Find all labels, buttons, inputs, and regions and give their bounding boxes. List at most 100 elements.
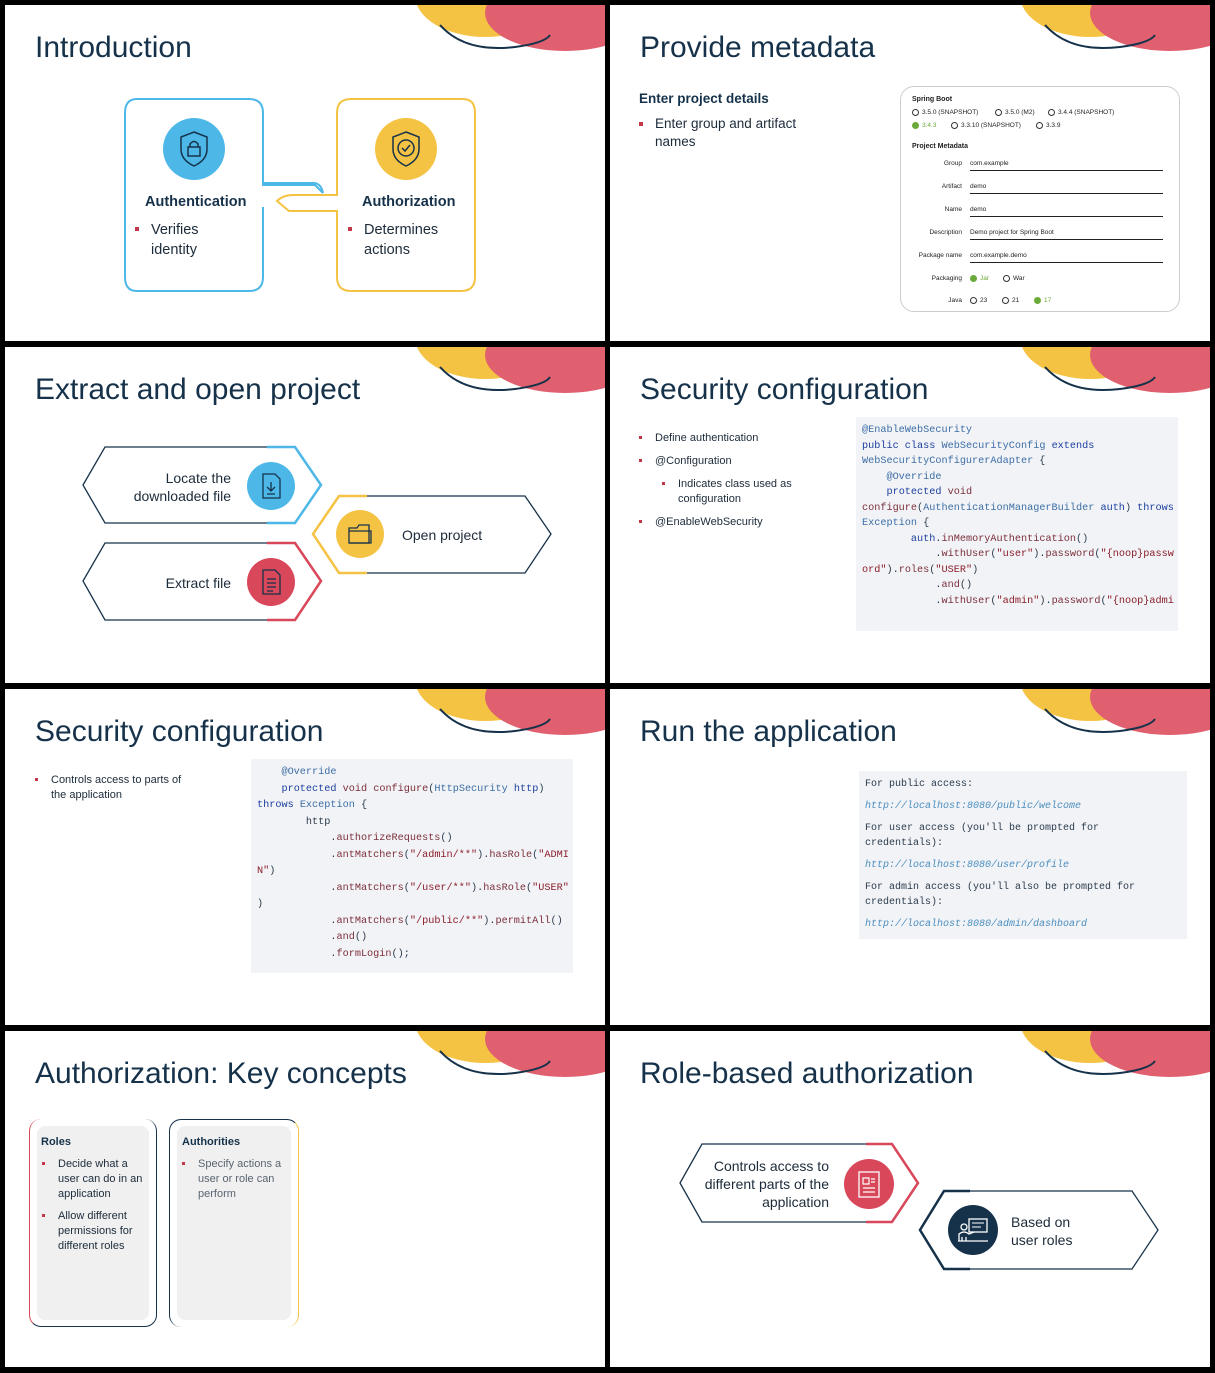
bullet: @EnableWebSecurity <box>639 515 839 530</box>
folder-icon <box>348 524 372 544</box>
field-label: Package name <box>918 252 962 259</box>
admin-url[interactable]: http://localhost:8080/admin/dashboard <box>865 919 1088 930</box>
slide-provide-metadata: Provide metadata Enter project details E… <box>610 5 1210 341</box>
version-radio[interactable]: 3.3.10 (SNAPSHOT) <box>951 122 1021 129</box>
flow-diagram <box>82 445 552 622</box>
slide-title: Run the application <box>640 715 897 748</box>
auth-diagram <box>124 98 476 292</box>
version-radio[interactable]: 3.3.9 <box>1036 122 1060 129</box>
public-url[interactable]: http://localhost:8080/public/welcome <box>865 801 1082 812</box>
spring-boot-label: Spring Boot <box>912 96 953 103</box>
bullet: Controls access to parts of the applicat… <box>35 773 185 803</box>
step-extract-label: Extract file <box>165 575 231 591</box>
auth-icon-circle <box>163 118 225 180</box>
step-open-label: Open project <box>402 527 483 543</box>
field-label: Group <box>943 160 962 167</box>
packaging-label: Packaging <box>931 275 962 282</box>
security-bullets: Define authentication @Configuration Ind… <box>639 431 839 535</box>
radio-icon <box>912 109 919 116</box>
download-file-icon <box>262 473 281 499</box>
artifact-field[interactable]: demo <box>970 183 1163 194</box>
java-17-radio[interactable]: 17 <box>1034 297 1051 304</box>
slide-title: Role-based authorization <box>640 1057 974 1090</box>
roles-bullet: Allow different permissions for differen… <box>42 1209 146 1254</box>
decorative-shapes <box>1022 347 1210 393</box>
version-radio[interactable]: 3.5.0 (SNAPSHOT) <box>912 109 978 116</box>
sub-bullet: Indicates class used as configuration <box>662 477 802 507</box>
authz-title: Authorization <box>362 194 456 210</box>
roles-card-frame <box>29 1119 157 1327</box>
access-icon-circle <box>844 1159 894 1209</box>
admin-access-text: For admin access (you'll also be prompte… <box>865 882 1136 908</box>
radio-icon <box>1003 275 1010 282</box>
decorative-shapes <box>1022 5 1210 51</box>
radio-selected-icon <box>1034 297 1041 304</box>
radio-icon <box>995 109 1002 116</box>
version-radio[interactable]: 3.5.0 (M2) <box>995 109 1035 116</box>
java-label: Java <box>948 297 962 304</box>
radio-icon <box>951 122 958 129</box>
field-label: Name <box>944 206 962 213</box>
slide-title: Provide metadata <box>640 31 876 64</box>
project-metadata-label: Project Metadata <box>912 143 969 150</box>
version-radio-selected[interactable]: 3.4.3 <box>912 122 936 129</box>
auth-title: Authentication <box>145 194 247 210</box>
package-name-field[interactable]: com.example.demo <box>970 252 1163 263</box>
code-block: @Override protected void configure(HttpS… <box>251 759 573 973</box>
radio-selected-icon <box>970 275 977 282</box>
decorative-shapes <box>1022 1031 1210 1077</box>
authorities-bullet: Specify actions a user or role can perfo… <box>182 1157 282 1202</box>
authz-bullet: Determines actions <box>348 220 463 260</box>
authorities-card: Authorities Specify actions a user or ro… <box>177 1126 291 1320</box>
slide-security-config-2: Security configuration Controls access t… <box>5 689 605 1025</box>
roles-text: Based on user roles <box>1011 1214 1073 1248</box>
name-field[interactable]: demo <box>970 206 1163 217</box>
packaging-war-radio[interactable]: War <box>1003 275 1025 282</box>
radio-icon <box>970 297 977 304</box>
check-shield-icon <box>392 131 420 167</box>
authorities-card-frame <box>169 1119 299 1327</box>
authz-bullets: Determines actions <box>348 220 463 260</box>
public-access-text: For public access: <box>865 779 974 790</box>
authorities-title: Authorities <box>182 1136 241 1148</box>
url-block: For public access: http://localhost:8080… <box>859 771 1187 939</box>
authz-icon-circle <box>375 118 437 180</box>
roles-icon-circle <box>948 1205 998 1255</box>
authorities-bullets: Specify actions a user or role can perfo… <box>182 1157 282 1207</box>
field-label: Description <box>929 229 962 236</box>
slide-title: Introduction <box>35 31 192 64</box>
details-bullets: Enter group and artifact names <box>639 115 819 151</box>
bullet: Define authentication <box>639 431 839 446</box>
decorative-shapes <box>417 689 605 735</box>
bullet: @Configuration <box>639 454 839 469</box>
group-field[interactable]: com.example <box>970 160 1163 171</box>
presenter-icon <box>958 1218 988 1242</box>
access-text: Controls access to different parts of th… <box>704 1158 829 1210</box>
user-url[interactable]: http://localhost:8080/user/profile <box>865 860 1070 871</box>
version-radio[interactable]: 3.4.4 (SNAPSHOT) <box>1048 109 1114 116</box>
slide-introduction: Introduction Authentication Verifies ide… <box>5 5 605 341</box>
slide-title: Security configuration <box>35 715 324 748</box>
user-access-text: For user access (you'll be prompted for … <box>865 823 1100 849</box>
radio-icon <box>1048 109 1055 116</box>
document-icon <box>262 569 281 595</box>
packaging-jar-radio[interactable]: Jar <box>970 275 989 282</box>
decorative-shapes <box>1022 689 1210 735</box>
slide-run-application: Run the application For public access: h… <box>610 689 1210 1025</box>
java-23-radio[interactable]: 23 <box>970 297 987 304</box>
role-diagram <box>679 1142 1159 1271</box>
roles-title: Roles <box>41 1136 71 1148</box>
details-bullet: Enter group and artifact names <box>639 115 819 151</box>
slide-extract-open: Extract and open project Locate the down… <box>5 347 605 683</box>
extract-icon-circle <box>247 558 295 606</box>
slide-role-based: Role-based authorization Controls access… <box>610 1031 1210 1367</box>
java-21-radio[interactable]: 21 <box>1002 297 1019 304</box>
description-field[interactable]: Demo project for Spring Boot <box>970 229 1163 240</box>
slide-authorization-concepts: Authorization: Key concepts Roles Decide… <box>5 1031 605 1367</box>
roles-bullets: Decide what a user can do in an applicat… <box>42 1157 146 1259</box>
code-block: @EnableWebSecurity public class WebSecur… <box>856 417 1178 631</box>
decorative-shapes <box>417 1031 605 1077</box>
auth-bullet: Verifies identity <box>135 220 235 260</box>
security-bullets: Controls access to parts of the applicat… <box>35 773 185 808</box>
